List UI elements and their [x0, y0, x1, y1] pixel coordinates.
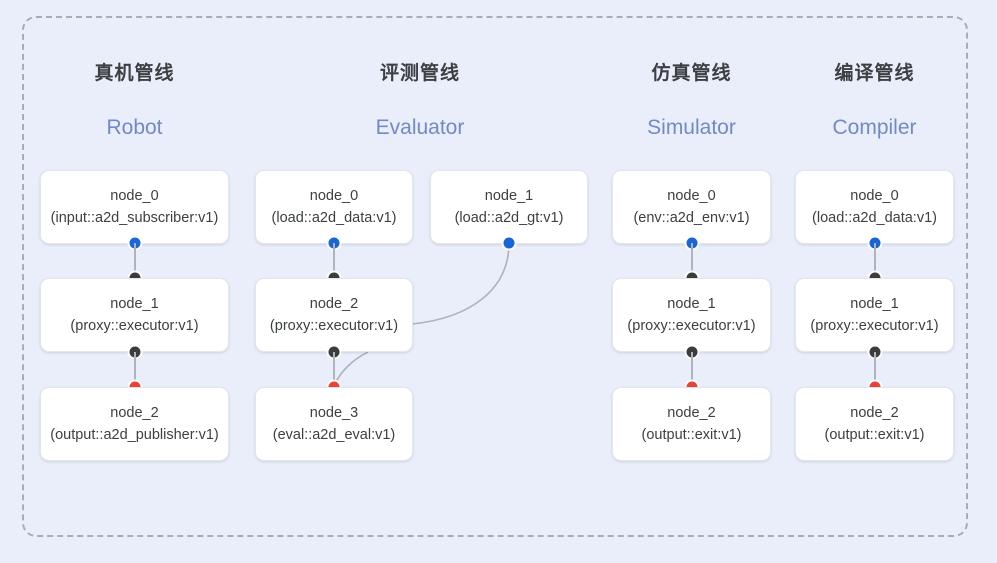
node-type: (output::exit:v1) — [641, 427, 742, 443]
link-evaluator-2-3 — [333, 352, 335, 387]
link-robot-0-1 — [133, 243, 136, 278]
node-name: node_1 — [110, 296, 159, 312]
node-name: node_0 — [667, 188, 716, 204]
node-card-compiler-node_0[interactable]: node_0 (load::a2d_data:v1) — [795, 170, 954, 244]
node-type: (output::a2d_publisher:v1) — [50, 427, 219, 443]
link-simulator-0-1 — [690, 243, 693, 278]
node-card-simulator-node_1[interactable]: node_1 (proxy::executor:v1) — [612, 278, 771, 352]
node-name: node_2 — [850, 405, 899, 421]
column-title-cn-simulator: 仿真管线 — [651, 63, 732, 84]
node-name: node_2 — [309, 296, 359, 312]
node-card-compiler-node_1[interactable]: node_1 (proxy::executor:v1) — [795, 278, 954, 352]
node-name: node_1 — [850, 296, 899, 312]
node-name: node_0 — [850, 188, 899, 204]
column-header-compiler: 编译管线 Compiler — [795, 62, 954, 140]
node-type: (proxy::executor:v1) — [627, 318, 756, 334]
node-card-robot-node_1[interactable]: node_1 (proxy::executor:v1) — [40, 278, 229, 352]
node-card-simulator-node_0[interactable]: node_0 (env::a2d_env:v1) — [612, 170, 771, 244]
node-card-simulator-node_2[interactable]: node_2 (output::exit:v1) — [612, 387, 771, 461]
link-robot-1-2 — [133, 352, 136, 387]
column-title-cn-compiler: 编译管线 — [834, 63, 915, 84]
node-type: (load::a2d_data:v1) — [271, 210, 397, 226]
node-type: (input::a2d_subscriber:v1) — [50, 210, 219, 226]
node-name: node_1 — [667, 296, 716, 312]
node-type: (load::a2d_gt:v1) — [454, 210, 564, 226]
column-title-cn-robot: 真机管线 — [94, 63, 175, 84]
link-compiler-0-1 — [873, 243, 876, 278]
node-card-evaluator-node_2[interactable]: node_2 (proxy::executor:v1) — [255, 278, 413, 352]
link-simulator-1-2 — [690, 352, 693, 387]
node-name: node_0 — [110, 188, 159, 204]
node-type: (proxy::executor:v1) — [810, 318, 939, 334]
link-evaluator-0-2 — [333, 243, 335, 278]
column-title-en-compiler: Compiler — [832, 116, 917, 139]
column-title-cn-evaluator: 评测管线 — [379, 63, 460, 84]
column-title-en-robot: Robot — [106, 116, 163, 139]
column-header-robot: 真机管线 Robot — [40, 62, 229, 140]
node-type: (proxy::executor:v1) — [70, 318, 199, 334]
column-title-en-evaluator: Evaluator — [375, 116, 465, 139]
node-card-robot-node_2[interactable]: node_2 (output::a2d_publisher:v1) — [40, 387, 229, 461]
column-header-simulator: 仿真管线 Simulator — [612, 62, 771, 140]
node-name: node_1 — [484, 188, 534, 204]
node-name: node_3 — [309, 405, 359, 421]
port-output-evaluator-node_1[interactable] — [503, 237, 515, 249]
node-type: (load::a2d_data:v1) — [812, 210, 937, 226]
node-type: (proxy::executor:v1) — [269, 318, 399, 334]
node-card-compiler-node_2[interactable]: node_2 (output::exit:v1) — [795, 387, 954, 461]
node-type: (eval::a2d_eval:v1) — [272, 427, 396, 443]
node-card-evaluator-node_0[interactable]: node_0 (load::a2d_data:v1) — [255, 170, 413, 244]
column-header-evaluator: 评测管线 Evaluator — [340, 62, 500, 140]
node-name: node_2 — [110, 405, 159, 421]
node-card-evaluator-node_1[interactable]: node_1 (load::a2d_gt:v1) — [430, 170, 588, 244]
node-card-robot-node_0[interactable]: node_0 (input::a2d_subscriber:v1) — [40, 170, 229, 244]
node-name: node_2 — [667, 405, 716, 421]
node-type: (env::a2d_env:v1) — [633, 210, 750, 226]
link-compiler-1-2 — [873, 352, 876, 387]
node-type: (output::exit:v1) — [824, 427, 925, 443]
column-title-en-simulator: Simulator — [647, 116, 736, 139]
node-card-evaluator-node_3[interactable]: node_3 (eval::a2d_eval:v1) — [255, 387, 413, 461]
node-name: node_0 — [309, 188, 359, 204]
pipeline-group-frame — [22, 16, 968, 537]
